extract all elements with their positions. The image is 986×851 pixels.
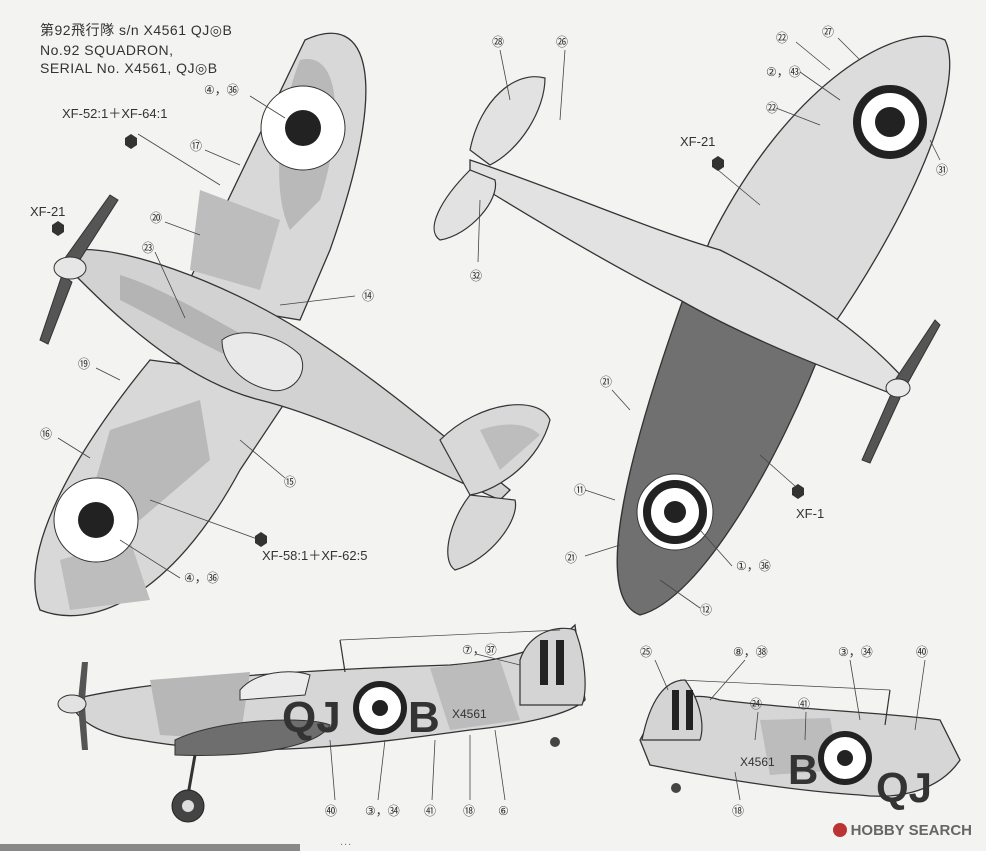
callout: ⑮ — [284, 475, 296, 489]
title-serial: SERIAL No. X4561, QJ◎B — [40, 60, 218, 76]
callout: ㉛ — [936, 163, 948, 177]
callout: ③，㉞ — [365, 804, 400, 818]
watermark-text: HOBBY SEARCH — [850, 822, 972, 839]
callout: ㊶ — [798, 697, 810, 711]
callout: ⑭ — [362, 289, 374, 303]
callout: ㉕ — [640, 645, 652, 659]
callout: ①，㊱ — [736, 559, 771, 573]
title-squadron: No.92 SQUADRON, — [40, 42, 174, 58]
code-letter: B — [788, 746, 818, 793]
code-letters: QJ — [876, 764, 932, 811]
paint-chip-icon — [52, 134, 804, 547]
watermark: HOBBY SEARCH — [832, 822, 972, 839]
code-letter: B — [408, 693, 440, 742]
callout: ㊵ — [916, 645, 928, 659]
callout: ②，㊸ — [766, 65, 801, 79]
callout: ㉓ — [142, 241, 154, 255]
callout: ⑥ — [498, 804, 509, 818]
paint-code-top-lower: XF-58:1＋XF-62:5 — [262, 548, 368, 563]
paint-code-bottom-right: XF-1 — [796, 506, 824, 521]
callout: ㉗ — [822, 25, 834, 39]
code-letters: QJ — [282, 693, 341, 742]
callout: ⑪ — [574, 483, 586, 497]
footer-text: ... — [340, 836, 353, 848]
title-jp: 第92飛行隊 s/n X4561 QJ◎B — [40, 22, 233, 38]
hobby-search-logo-icon — [832, 823, 847, 837]
serial-number: X4561 — [740, 755, 775, 769]
serial-number: X4561 — [452, 707, 487, 721]
callout: ⑱ — [732, 804, 744, 818]
callout: ⑱ — [463, 804, 475, 818]
callout: ⑲ — [78, 357, 90, 371]
callout: ④，㊱ — [204, 83, 239, 97]
callout: ㊵ — [325, 804, 337, 818]
callout: ㉒ — [776, 31, 788, 45]
callout: ⑳ — [150, 211, 162, 225]
top-view-aircraft — [34, 32, 551, 617]
callout: ⑰ — [190, 139, 202, 153]
callout: ㉒ — [766, 101, 778, 115]
callout: ㉔ — [750, 697, 762, 711]
callout: ㊶ — [424, 804, 436, 818]
callout: ⑦，㊲ — [462, 643, 497, 657]
paint-code-top-upper: XF-52:1＋XF-64:1 — [62, 106, 168, 121]
callout: ③，㉞ — [838, 645, 873, 659]
bottom-view-aircraft — [433, 35, 951, 616]
paint-code-top-spinner: XF-21 — [30, 204, 65, 219]
callout: ㉑ — [565, 551, 577, 565]
callout: ⑯ — [40, 427, 52, 441]
footer-bar — [0, 844, 300, 851]
callout: ㉜ — [470, 269, 482, 283]
callout: ⑧，㊳ — [733, 645, 768, 659]
callout: ㉑ — [600, 375, 612, 389]
callout: ㉖ — [556, 35, 568, 49]
callout: ⑫ — [700, 603, 712, 617]
paint-code-bottom-spinner: XF-21 — [680, 134, 715, 149]
left-side-view-aircraft — [57, 623, 586, 823]
callout: ㉘ — [492, 35, 504, 49]
callout: ④，㊱ — [184, 571, 219, 585]
right-side-view-aircraft — [639, 659, 961, 801]
